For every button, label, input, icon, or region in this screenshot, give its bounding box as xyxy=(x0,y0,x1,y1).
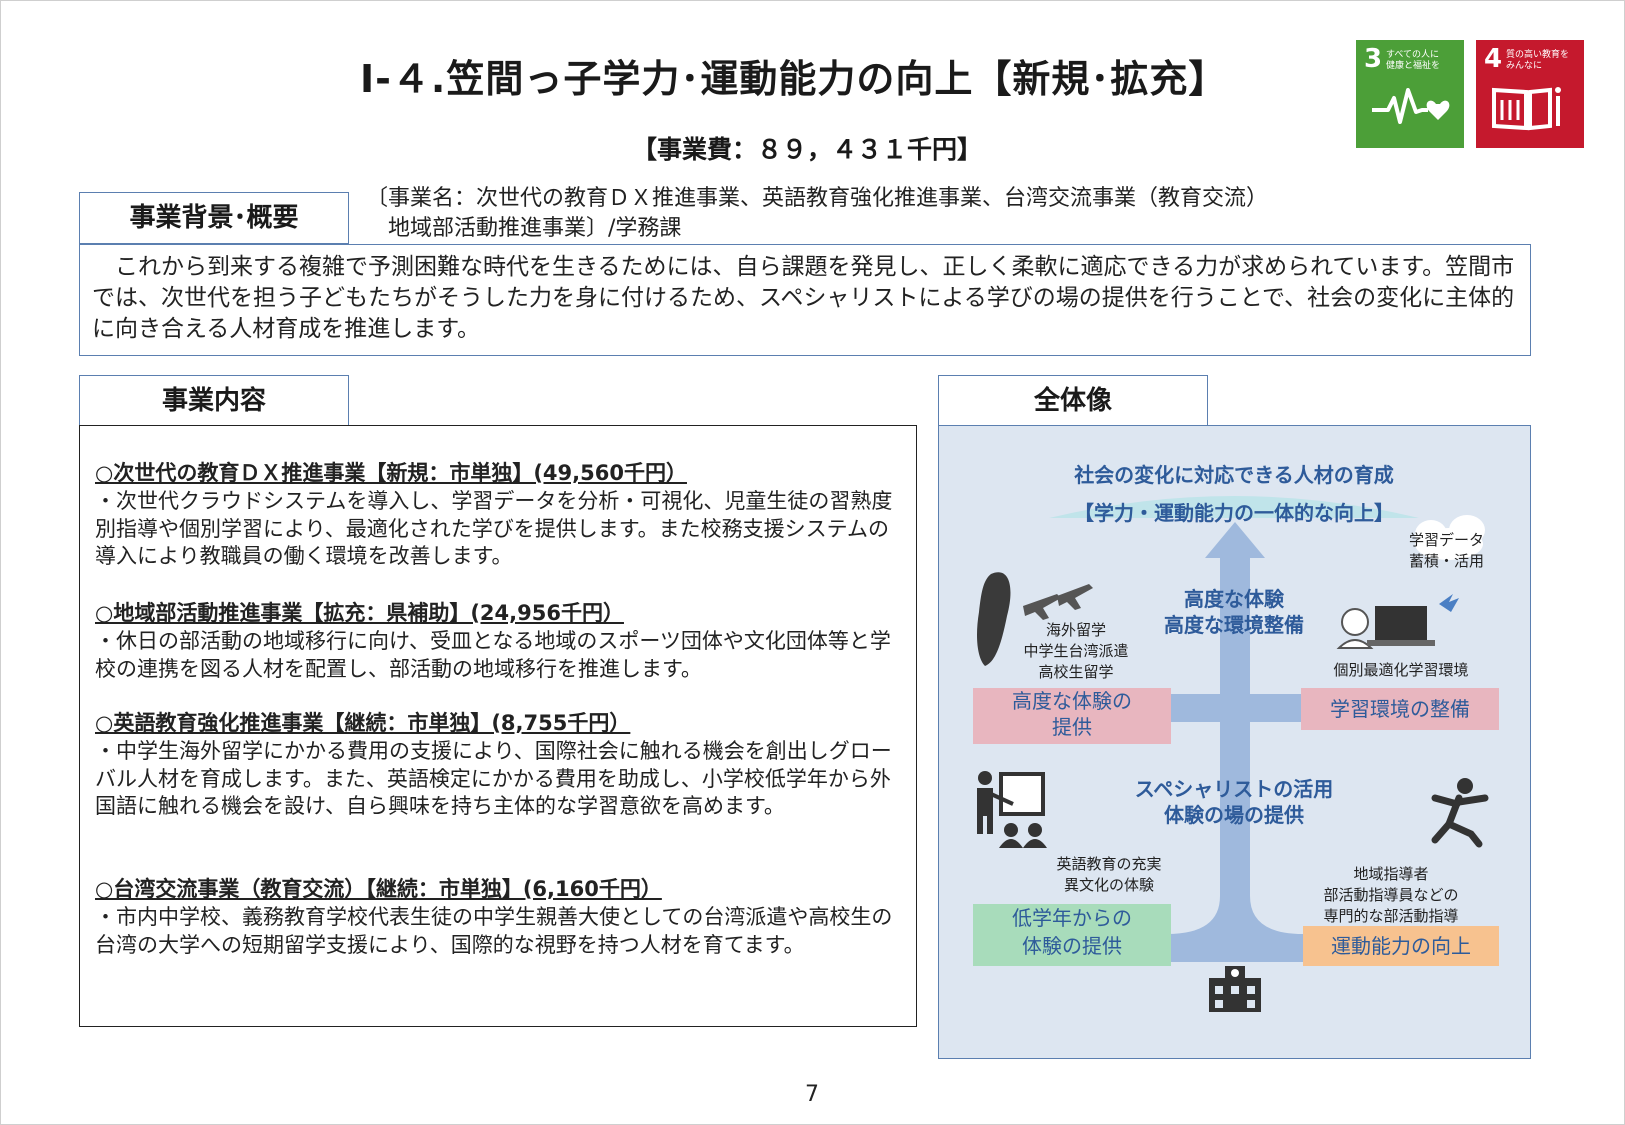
teacher-board-icon xyxy=(977,771,1047,848)
goal-text-line1: 社会の変化に対応できる人材の育成 xyxy=(1074,463,1394,487)
sdg-3-badge: 3 すべての人に 健康と福祉を xyxy=(1356,40,1464,148)
page-number: 7 xyxy=(805,1082,819,1107)
cloud-icon xyxy=(1415,515,1485,560)
project-names-line2: 地域部活動推進事業〕/学務課 xyxy=(366,216,682,241)
goal-text-line2: 【学力・運動能力の一体的な向上】 xyxy=(1074,501,1394,525)
cloud-text: 学習データ 蓄積・活用 xyxy=(1409,531,1485,570)
sdg-4-badge: 4 質の高い教育を みんなに xyxy=(1476,40,1584,148)
content-item-dx: ○次世代の教育ＤＸ推進事業【新規：市単独】(49,560千円） ・次世代クラウド… xyxy=(95,458,905,571)
environment-box: 学習環境の整備 xyxy=(1301,688,1499,730)
env-text: 個別最適化学習環境 xyxy=(1333,661,1469,679)
content-item-body: ・市内中学校、義務教育学校代表生徒の中学生親善大使としての台湾派遣や高校生の台湾… xyxy=(95,905,893,957)
content-item-head: ○次世代の教育ＤＸ推進事業【新規：市単独】(49,560千円） xyxy=(95,461,687,485)
content-item-head: ○地域部活動推進事業【拡充：県補助】(24,956千円） xyxy=(95,601,624,625)
sdg-4-number: 4 xyxy=(1484,44,1503,74)
overview-tab: 全体像 xyxy=(938,375,1208,427)
content-item-english: ○英語教育強化推進事業【継続：市単独】(8,755千円） ・中学生海外留学にかか… xyxy=(95,708,905,821)
goal-arc xyxy=(1049,496,1419,518)
trunk-bar xyxy=(1220,554,1250,954)
abroad-text: 海外留学 中学生台湾派遣 高校生留学 xyxy=(1023,621,1129,681)
project-names: 〔事業名：次世代の教育ＤＸ推進事業、英語教育強化推進事業、台湾交流事業（教育交流… xyxy=(366,184,1268,244)
arrow-up-icon xyxy=(1439,594,1459,612)
project-cost: 【事業費：８９，４３１千円】 xyxy=(632,135,983,164)
content-item-taiwan: ○台湾交流事業（教育交流）【継続：市単独】(6,160千円） ・市内中学校、義務… xyxy=(95,874,905,959)
project-names-line1: 〔事業名：次世代の教育ＤＸ推進事業、英語教育強化推進事業、台湾交流事業（教育交流… xyxy=(366,186,1269,211)
content-item-body: ・次世代クラウドシステムを導入し、学習データを分析・可視化、児童生徒の習熟度別指… xyxy=(95,489,893,568)
background-tab: 事業背景･概要 xyxy=(79,192,349,244)
lower-branch xyxy=(1167,896,1303,962)
content-item-head: ○英語教育強化推進事業【継続：市単独】(8,755千円） xyxy=(95,711,631,735)
content-tab: 事業内容 xyxy=(79,375,349,427)
athletic-box: 運動能力の向上 xyxy=(1303,926,1499,966)
heartbeat-icon xyxy=(1372,88,1450,124)
middle-text-line1: 高度な体験 xyxy=(1184,587,1284,611)
taiwan-map-icon xyxy=(977,572,1011,666)
school-building-icon xyxy=(1209,966,1261,1012)
experience-box: 高度な体験の 提供 xyxy=(973,688,1171,744)
coach-text: 地域指導者 部活動指導員などの 専門的な部活動指導 xyxy=(1323,865,1459,925)
sdg-3-number: 3 xyxy=(1364,44,1383,74)
english-text: 英語教育の充実 異文化の体験 xyxy=(1056,855,1162,894)
growth-arrow-diagram xyxy=(977,496,1489,1012)
lower-text-line1: スペシャリストの活用 xyxy=(1134,777,1334,801)
content-item-head: ○台湾交流事業（教育交流）【継続：市単独】(6,160千円） xyxy=(95,877,662,901)
sdg-3-text: すべての人に 健康と福祉を xyxy=(1386,50,1441,71)
book-icon xyxy=(1492,87,1561,131)
student-laptop-icon xyxy=(1336,606,1435,649)
background-text: これから到来する複雑で予測困難な時代を生きるためには、自ら課題を発見し、正しく柔… xyxy=(92,254,1515,342)
content-item-body: ・休日の部活動の地域移行に向け、受皿となる地域のスポーツ団体や文化団体等と学校の… xyxy=(95,629,891,681)
content-box: ○次世代の教育ＤＸ推進事業【新規：市単独】(49,560千円） ・次世代クラウド… xyxy=(79,425,917,1027)
content-item-body: ・中学生海外留学にかかる費用の支援により、国際社会に触れる機会を創出しグローバル… xyxy=(95,739,892,818)
trunk-arrowhead xyxy=(1205,522,1265,558)
middle-text-line2: 高度な環境整備 xyxy=(1164,613,1304,637)
upper-branch xyxy=(1167,694,1307,722)
content-item-club: ○地域部活動推進事業【拡充：県補助】(24,956千円） ・休日の部活動の地域移… xyxy=(95,598,905,683)
sdg-4-text: 質の高い教育を みんなに xyxy=(1506,50,1570,71)
lower-text-line2: 体験の場の提供 xyxy=(1164,803,1304,827)
page-title: Ⅰ-４.笠間っ子学力･運動能力の向上【新規･拡充】 xyxy=(360,57,1228,101)
airplane-icon xyxy=(1023,584,1093,620)
early-experience-box: 低学年からの 体験の提供 xyxy=(973,904,1171,966)
background-box xyxy=(79,244,1531,356)
overview-panel: 社会の変化に対応できる人材の育成 【学力・運動能力の一体的な向上】 学習データ … xyxy=(938,425,1531,1059)
martial-arts-icon xyxy=(1431,778,1489,848)
